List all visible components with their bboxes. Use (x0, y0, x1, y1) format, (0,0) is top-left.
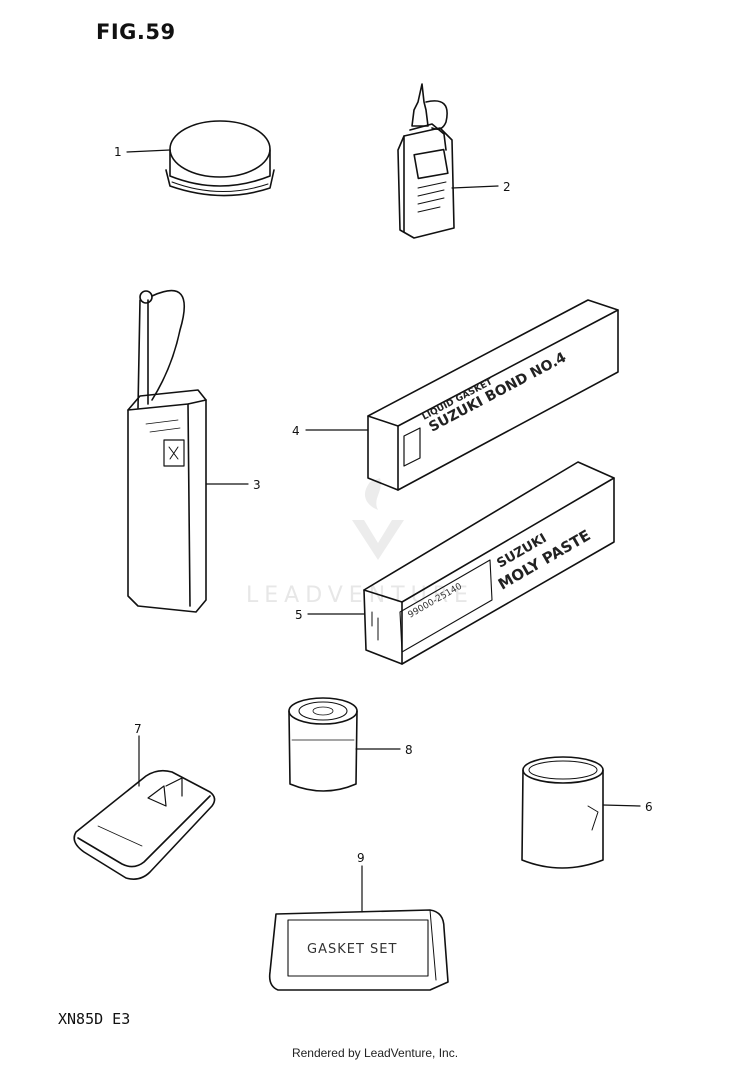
callout-numbers: 1 2 3 4 5 6 7 8 9 (114, 145, 653, 865)
item-6-large-can (521, 756, 604, 869)
item-1-grease-tin (165, 120, 275, 197)
model-code: XN85D E3 (58, 1010, 131, 1028)
callout-1: 1 (114, 145, 122, 159)
bond-name-text: SUZUKI BOND NO.4 (426, 349, 569, 435)
item-4-bond-box (367, 299, 619, 491)
watermark-text: LEADVENTURE (246, 583, 474, 608)
callout-6: 6 (645, 800, 653, 814)
callout-7: 7 (134, 722, 142, 736)
figure-title: FIG.59 (96, 20, 176, 44)
callout-8: 8 (405, 743, 413, 757)
leader-lines (126, 149, 641, 913)
callout-5: 5 (295, 608, 303, 622)
item-text: LIQUID GASKET SUZUKI BOND NO.4 SUZUKI MO… (307, 349, 594, 957)
footer-credit: Rendered by LeadVenture, Inc. (291, 1046, 459, 1060)
watermark: LEADVENTURE (246, 478, 474, 608)
item-5-moly-paste-box (363, 461, 615, 665)
item-7-kit-pack (73, 769, 216, 880)
item-2-oil-bottle (397, 83, 455, 239)
callout-2: 2 (503, 180, 511, 194)
callout-9: 9 (357, 851, 365, 865)
gasket-set-text: GASKET SET (307, 942, 397, 957)
item-3-oil-can (127, 289, 207, 613)
callout-4: 4 (292, 424, 300, 438)
item-9-gasket-set (268, 909, 449, 991)
callout-3: 3 (253, 478, 261, 492)
item-8-small-tin (288, 697, 358, 792)
